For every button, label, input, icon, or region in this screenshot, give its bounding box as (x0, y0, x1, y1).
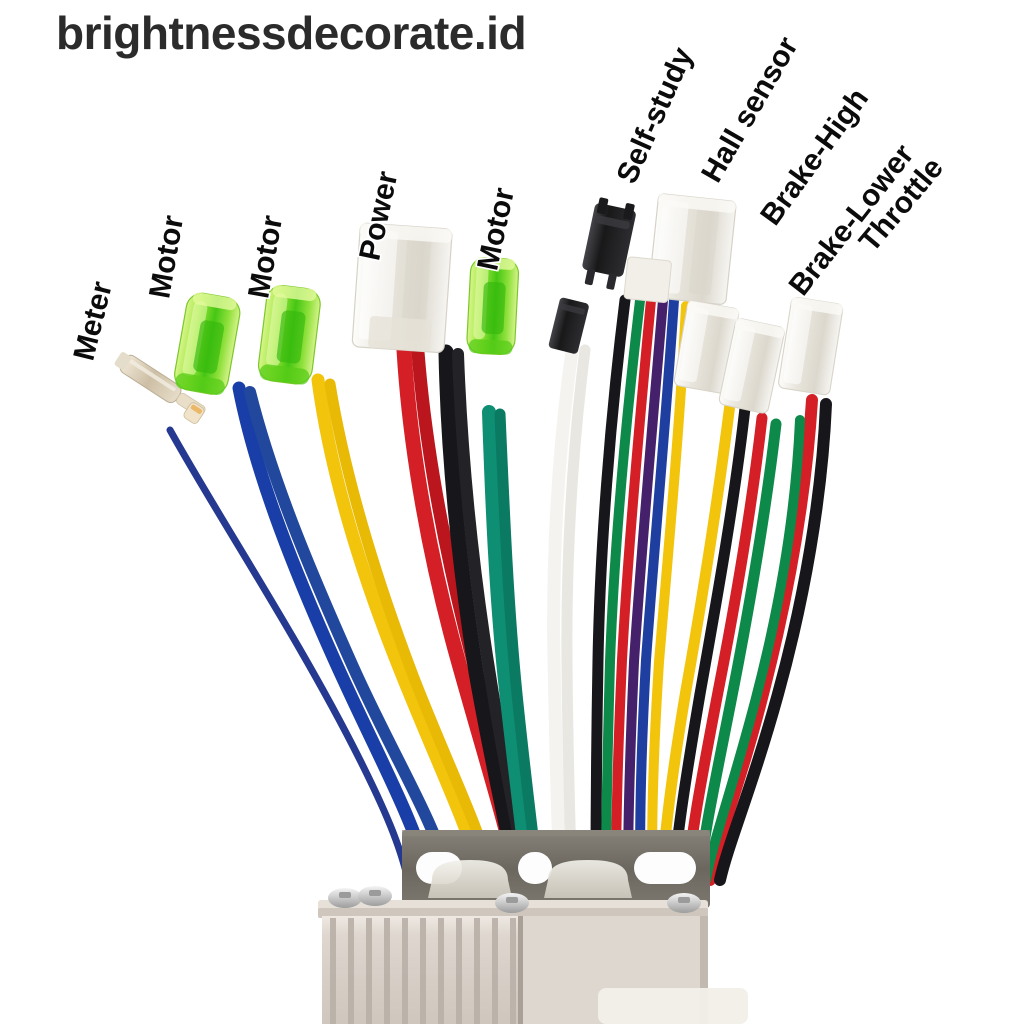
wire-motor-yellow (311, 373, 489, 887)
wire-meter-blue (166, 426, 412, 884)
screw (667, 893, 701, 913)
screw (358, 886, 392, 906)
connector-self-study-upper (582, 197, 636, 290)
heatsink-fins (330, 918, 516, 1024)
wire-throttle-green (701, 415, 805, 885)
wire-hall-black (590, 294, 631, 886)
wire-selfstudy-white (547, 345, 579, 887)
connector-brake-lower (718, 318, 785, 414)
mounting-screws (328, 886, 701, 913)
connector-hall-sensor (623, 193, 737, 306)
connector-throttle (778, 296, 844, 396)
wire-hall-red (611, 285, 657, 885)
wire-power-black (438, 344, 524, 888)
connector-self-study-lower (548, 297, 589, 354)
watermark-brand: brightnessdecorate.id (56, 7, 527, 59)
wire-hall-blue (635, 295, 679, 885)
wire-motor-yellow-2 (324, 378, 498, 886)
controller-body (318, 900, 748, 1024)
connector-motor-green-3 (466, 256, 520, 356)
wire-throttle-black (714, 398, 832, 886)
wire-motor-blue-2 (244, 386, 456, 886)
wire-selfstudy-white-2 (561, 344, 591, 886)
connector-meter (114, 352, 206, 424)
wire-hall-yellow (647, 301, 691, 885)
wire-grommet-right (544, 860, 632, 898)
screw (328, 888, 362, 908)
screw (495, 893, 529, 913)
connector-motor-green-2 (257, 285, 321, 385)
connector-power (351, 222, 453, 354)
wire-hall-green (601, 287, 646, 885)
connector-brake-high (673, 300, 740, 394)
wire-hall-purple (623, 295, 668, 885)
wire-motor-blue (232, 381, 437, 887)
wire-bundle-left (166, 342, 544, 888)
wire-grommet-left (428, 860, 512, 898)
connector-motor-green-1 (174, 292, 241, 396)
